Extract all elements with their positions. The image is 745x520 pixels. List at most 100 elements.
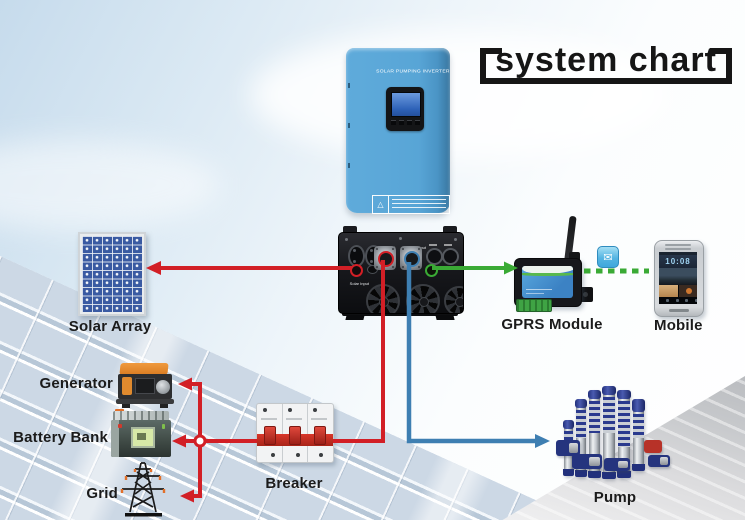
antenna-base	[569, 252, 580, 263]
ac-input-connector	[374, 246, 396, 270]
screw	[313, 408, 317, 412]
submersible-pump	[632, 399, 645, 471]
fan-icon	[366, 284, 400, 313]
surface-pump	[644, 440, 662, 453]
phone-chin-slot	[669, 309, 689, 312]
photo-tile	[678, 285, 697, 297]
generator-body	[118, 374, 172, 399]
screw	[296, 453, 300, 457]
screw	[288, 408, 292, 412]
battery-front	[111, 420, 171, 457]
phone-app-dock	[659, 297, 697, 304]
screw	[454, 238, 457, 241]
title-bracket-left-serif	[480, 48, 502, 54]
inverter-hinge	[348, 83, 350, 88]
generator-label: Generator	[39, 375, 113, 392]
battery-bank-label: Battery Bank	[13, 429, 108, 446]
solar-array-label: Solar Array	[68, 318, 152, 335]
fan-icon	[444, 286, 463, 313]
panel-foot	[435, 315, 455, 320]
surface-pump	[556, 440, 580, 456]
gprs-module-label: GPRS Module	[501, 316, 603, 333]
screw	[263, 408, 267, 412]
phone-speaker	[665, 244, 691, 246]
phone-screen: 10:08	[659, 252, 697, 304]
mobile-phone: 10:08	[654, 240, 704, 317]
inverter-lcd-screen	[391, 92, 421, 117]
title-bracket-left	[480, 48, 486, 80]
battery-edge	[111, 420, 119, 457]
screw	[345, 238, 348, 241]
screw	[399, 237, 402, 240]
battery-led-red	[118, 424, 122, 428]
message-icon: ✉	[597, 246, 619, 268]
ac-output-connector	[400, 246, 422, 270]
breaker-toggle	[289, 426, 301, 445]
panel-mount-tab	[343, 226, 357, 233]
surface-pump	[604, 458, 630, 471]
submersible-pump	[588, 390, 601, 478]
phone-clock-widget: 10:08	[659, 255, 697, 268]
submersible-pump	[575, 399, 587, 477]
inverter-hinge	[348, 163, 350, 168]
inverter-connector-panel: Solar Input AC Input AC Output	[338, 232, 464, 314]
comm-port	[425, 264, 438, 277]
gprs-terminal-block	[516, 299, 552, 312]
warning-icon: △	[373, 196, 389, 213]
gprs-text-line	[526, 289, 552, 290]
phone-speaker	[665, 248, 691, 250]
breaker-marking	[286, 418, 302, 420]
connector-label-mark	[444, 244, 452, 246]
label-text-lines	[392, 199, 446, 210]
panel-foot	[345, 315, 365, 320]
generator-fuel-tank	[122, 377, 132, 395]
generator-alternator	[156, 380, 170, 394]
breaker-marking	[311, 418, 327, 420]
generator-foot	[160, 404, 168, 408]
fan-icon	[406, 284, 440, 313]
surface-pump	[648, 455, 670, 467]
grid-tower-icon	[120, 462, 166, 517]
title-bracket-right-serif	[710, 48, 732, 54]
comm-connector	[442, 248, 459, 265]
pump-label: Pump	[593, 489, 637, 506]
breaker-marking	[261, 418, 277, 420]
generator-rail	[116, 399, 174, 404]
page-title: system chart	[495, 41, 717, 79]
phone-wallpaper	[659, 268, 697, 285]
inverter-button	[391, 120, 396, 125]
inverter-button	[407, 120, 412, 125]
surface-pump	[572, 454, 602, 469]
solar-pumping-inverter: SOLAR PUMPING INVERTER △	[346, 48, 450, 214]
battery-bank-device	[111, 409, 171, 461]
gprs-faceplate	[522, 266, 573, 298]
breaker-label: Breaker	[265, 475, 323, 492]
phone-statusbar	[659, 252, 697, 255]
inverter-button	[415, 120, 420, 125]
battery-window	[131, 427, 155, 448]
generator-device	[116, 361, 174, 411]
title-block: system chart	[478, 40, 734, 86]
panel-mount-tab	[443, 226, 457, 233]
inverter-display	[386, 87, 424, 131]
gprs-text-line	[526, 293, 544, 294]
solar-cells	[82, 236, 142, 312]
screw	[319, 453, 323, 457]
inverter-name: SOLAR PUMPING INVERTER	[376, 68, 450, 74]
battery-led-green	[162, 424, 165, 429]
gprs-wave-decor	[522, 266, 573, 274]
inverter-button	[399, 120, 404, 125]
inverter-warning-label: △	[372, 195, 450, 214]
mobile-label: Mobile	[654, 317, 703, 334]
submersible-pump	[602, 386, 616, 479]
inverter-hinge	[348, 123, 350, 128]
screw	[271, 453, 275, 457]
submersible-pump	[617, 390, 631, 478]
cloud	[250, 30, 670, 160]
gprs-mount-tab	[579, 287, 593, 302]
breaker-toggle	[314, 426, 326, 445]
breaker-toggle	[264, 426, 276, 445]
title-bracket-bar	[480, 78, 732, 84]
breaker-pole-separator	[282, 404, 283, 462]
